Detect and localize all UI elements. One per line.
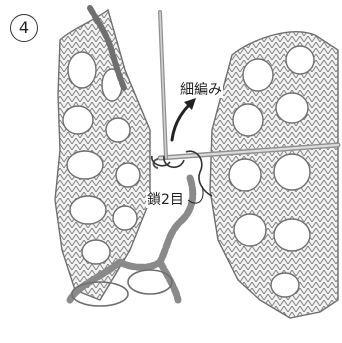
right-motif [210,32,338,318]
left-motif [55,8,150,300]
working-yarn [160,12,166,158]
direction-arrow [172,98,196,140]
chain-two-label: 鎖2目 [146,192,185,208]
step-number-badge: 4 [10,14,38,42]
single-crochet-label: 細編み [179,82,223,98]
